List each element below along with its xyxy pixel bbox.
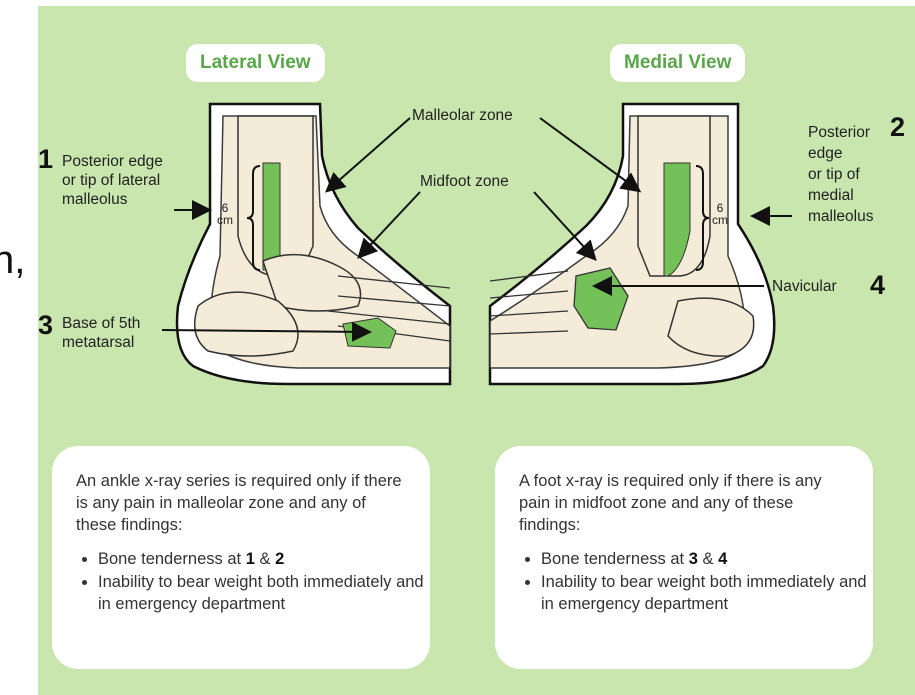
medial-cm-unit: cm <box>712 213 728 227</box>
ankle-criteria-intro: An ankle x-ray series is required only i… <box>76 470 406 536</box>
bullet-text: Bone tenderness at <box>541 550 689 568</box>
lateral-foot-drawing <box>177 104 450 384</box>
foot-criterion-weight-bearing: Inability to bear weight both immediatel… <box>541 571 873 615</box>
lateral-malleolus-zone <box>263 163 280 270</box>
foot-criteria-intro: A foot x-ray is required only if there i… <box>519 470 849 536</box>
point-2-line: or tip of <box>808 166 860 183</box>
clipped-edge-text: n, <box>0 238 25 283</box>
medial-foot-drawing <box>490 104 774 384</box>
point-3-line: Base of 5th <box>62 315 140 332</box>
ankle-criterion-weight-bearing: Inability to bear weight both immediatel… <box>98 571 430 615</box>
point-4-number: 4 <box>870 270 885 301</box>
lateral-6cm-label: 6 cm <box>217 202 233 226</box>
midfoot-zone-label: Midfoot zone <box>420 172 509 191</box>
point-3-number: 3 <box>38 310 53 341</box>
medial-6cm-label: 6 cm <box>712 202 728 226</box>
point-2-line: medial <box>808 187 854 204</box>
malleolar-zone-label: Malleolar zone <box>412 106 513 125</box>
foot-xray-criteria-box: A foot x-ray is required only if there i… <box>495 446 873 669</box>
point-1-label: Posterior edge or tip of lateral malleol… <box>62 152 163 209</box>
arrow-malleolar-lateral <box>328 118 410 190</box>
bullet-text: Bone tenderness at <box>98 550 246 568</box>
navicular-label: Navicular <box>772 277 837 296</box>
foot-criterion-tenderness: Bone tenderness at 3 & 4 <box>541 548 873 570</box>
point-ref-1: 1 <box>246 550 255 568</box>
ampersand: & <box>698 550 718 568</box>
point-2-line: Posterior <box>808 124 870 141</box>
point-3-line: metatarsal <box>62 334 134 351</box>
point-1-line: Posterior edge <box>62 153 163 170</box>
arrow-midfoot-lateral <box>360 192 420 256</box>
lateral-cm-unit: cm <box>217 213 233 227</box>
ankle-xray-criteria-box: An ankle x-ray series is required only i… <box>52 446 430 669</box>
point-ref-2: 2 <box>275 550 284 568</box>
point-2-line: malleolus <box>808 208 873 225</box>
point-ref-3: 3 <box>689 550 698 568</box>
point-2-label: Posterior edge or tip of medial malleolu… <box>808 122 873 227</box>
ampersand: & <box>255 550 275 568</box>
diagram-panel: Lateral View Medial View <box>38 6 915 695</box>
foot-criteria-list: Bone tenderness at 3 & 4 Inability to be… <box>519 548 873 615</box>
point-1-line: or tip of lateral <box>62 172 160 189</box>
ankle-criteria-list: Bone tenderness at 1 & 2 Inability to be… <box>76 548 430 615</box>
point-1-line: malleolus <box>62 191 127 208</box>
point-ref-4: 4 <box>718 550 727 568</box>
point-3-label: Base of 5th metatarsal <box>62 314 140 352</box>
ankle-criterion-tenderness: Bone tenderness at 1 & 2 <box>98 548 430 570</box>
point-2-number: 2 <box>890 112 905 143</box>
point-2-line: edge <box>808 145 842 162</box>
point-1-number: 1 <box>38 144 53 175</box>
